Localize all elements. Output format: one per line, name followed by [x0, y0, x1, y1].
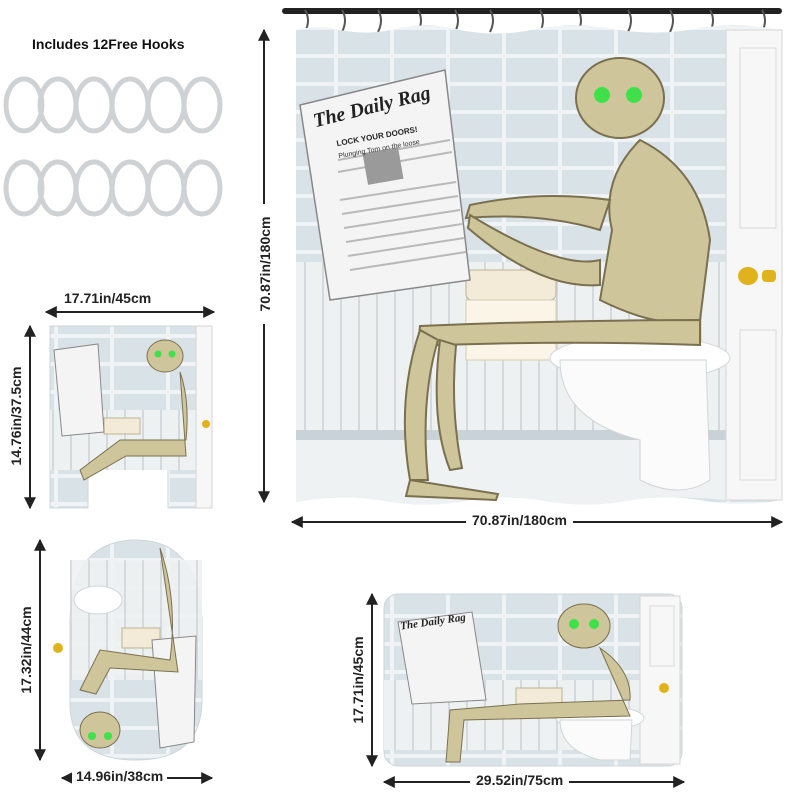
bath-mat-height-label: 17.71in/45cm: [350, 620, 366, 740]
contour-mat-width-label: 17.71in/45cm: [64, 290, 152, 306]
bath-mat-width-label: 29.52in/75cm: [470, 772, 570, 788]
hook-rings: [3, 76, 223, 217]
curtain-height-label: 70.87in/180cm: [257, 204, 273, 324]
curtain-width-label: 70.87in/180cm: [466, 512, 573, 528]
lid-cover: [53, 539, 203, 761]
lid-cover-height-label: 17.32in/44cm: [18, 590, 34, 710]
contour-mat: [49, 325, 213, 509]
contour-mat-height-label: 14.76in/37.5cm: [8, 356, 24, 476]
bath-mat: [383, 593, 683, 767]
hooks-caption: Includes 12Free Hooks: [32, 36, 185, 52]
lid-cover-width-label: 14.96in/38cm: [72, 768, 168, 784]
shower-curtain: [282, 8, 783, 505]
